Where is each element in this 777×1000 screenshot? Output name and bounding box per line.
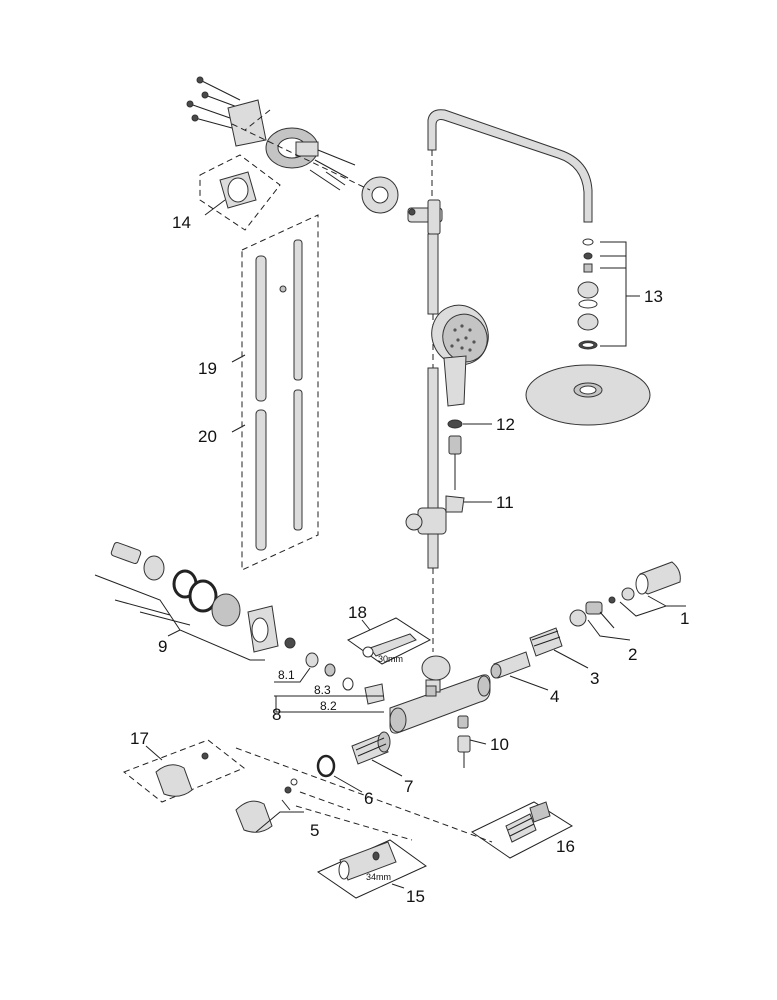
part-1-group: 1 [608, 561, 689, 628]
callout-10: 10 [490, 735, 509, 754]
callout-19: 19 [198, 359, 217, 378]
callout-14: 14 [172, 213, 191, 232]
callout-8-2: 8.2 [320, 699, 337, 713]
shower-riser [407, 109, 593, 652]
part-9-group: 9 [94, 541, 279, 661]
callout-5: 5 [310, 821, 319, 840]
callout-9: 9 [158, 637, 167, 656]
part-15-group: 34mm 15 [316, 839, 427, 906]
wall-screws [186, 76, 241, 129]
hand-shower [431, 304, 489, 407]
part-8-group: 8.1 8.3 8.2 8 [272, 637, 385, 724]
callout-12: 12 [496, 415, 515, 434]
callout-20: 20 [198, 427, 217, 446]
callout-8-3: 8.3 [314, 683, 331, 697]
dashed-leaders [235, 747, 493, 843]
wrench-15-size: 34mm [366, 872, 391, 882]
callout-16: 16 [556, 837, 575, 856]
wall-bracket-assembly [186, 76, 399, 214]
callout-3: 3 [590, 669, 599, 688]
part-12-group: 12 [447, 415, 515, 490]
part-18-group: 30mm 18 [347, 603, 432, 665]
callout-11: 11 [496, 493, 514, 512]
callout-8: 8 [272, 705, 281, 724]
part-5-group: 5 [235, 778, 319, 840]
part-17-group: 17 [122, 729, 245, 803]
callout-4: 4 [550, 687, 559, 706]
slide-rails-19-20: 19 20 [198, 214, 319, 571]
part-3-group: 3 [529, 627, 599, 688]
thermostat-body [389, 655, 491, 734]
part-10-group: 10 [457, 715, 509, 768]
callout-17: 17 [130, 729, 149, 748]
callout-6: 6 [364, 789, 373, 808]
wrench-18-size: 30mm [378, 654, 403, 664]
callout-8-1: 8.1 [278, 668, 295, 682]
callout-15: 15 [406, 887, 425, 906]
part-4-group: 4 [490, 651, 559, 706]
callout-18: 18 [348, 603, 367, 622]
part-2-group: 2 [569, 601, 637, 664]
callout-13: 13 [644, 287, 663, 306]
callout-1: 1 [680, 609, 689, 628]
part-7-group: 7 [351, 731, 413, 796]
part-6-group: 6 [316, 754, 373, 808]
callout-2: 2 [628, 645, 637, 664]
callout-7: 7 [404, 777, 413, 796]
part-16-group: 16 [471, 801, 575, 859]
head-shower-group: 13 [525, 238, 663, 426]
part-11-group: 11 [405, 493, 514, 535]
part-14-group: 14 [172, 154, 281, 232]
